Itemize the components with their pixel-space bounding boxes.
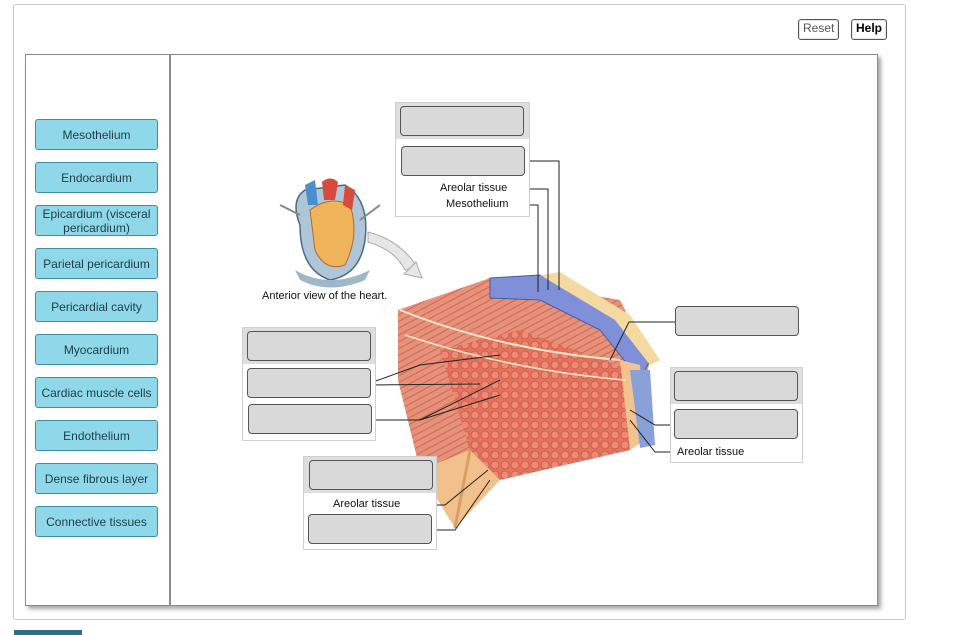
fixed-label-mesothelium: Mesothelium xyxy=(446,198,509,210)
fixed-label-areolar-tissue-bottom: Areolar tissue xyxy=(333,498,401,510)
diagram-caption: Anterior view of the heart. xyxy=(262,290,388,302)
draggable-label-dense-fibrous-layer[interactable]: Dense fibrous layer xyxy=(35,463,158,494)
drop-target-10[interactable] xyxy=(308,514,432,544)
draggable-label-myocardium[interactable]: Myocardium xyxy=(35,334,158,365)
draggable-label-connective-tissues[interactable]: Connective tissues xyxy=(35,506,158,537)
heart-thumbnail xyxy=(279,178,423,288)
drop-target-4[interactable] xyxy=(247,368,371,398)
draggable-label-endothelium[interactable]: Endothelium xyxy=(35,420,158,451)
help-button[interactable]: Help xyxy=(851,19,888,40)
draggable-label-parietal-pericardium[interactable]: Parietal pericardium xyxy=(35,248,158,279)
drop-target-2[interactable] xyxy=(401,146,525,176)
drop-target-7[interactable] xyxy=(674,371,798,401)
reset-button[interactable]: Reset xyxy=(798,19,840,40)
fixed-label-areolar-tissue-right: Areolar tissue xyxy=(677,446,745,458)
drop-target-5[interactable] xyxy=(248,404,372,434)
draggable-label-endocardium[interactable]: Endocardium xyxy=(35,162,158,193)
fixed-label-areolar-tissue-top: Areolar tissue xyxy=(440,182,508,194)
drop-target-9[interactable] xyxy=(309,460,433,490)
label-bank: Mesothelium Endocardium Epicardium (visc… xyxy=(26,55,171,605)
draggable-label-cardiac-muscle-cells[interactable]: Cardiac muscle cells xyxy=(35,377,158,408)
draggable-label-pericardial-cavity[interactable]: Pericardial cavity xyxy=(35,291,158,322)
draggable-label-epicardium[interactable]: Epicardium (visceral pericardium) xyxy=(35,205,158,236)
draggable-label-mesothelium[interactable]: Mesothelium xyxy=(35,119,158,150)
heart-wall-block xyxy=(398,272,660,529)
drop-target-8[interactable] xyxy=(674,409,798,439)
drop-target-1[interactable] xyxy=(400,106,524,136)
drop-target-6[interactable] xyxy=(675,306,799,336)
bottom-tab-indicator xyxy=(14,630,82,635)
drop-target-3[interactable] xyxy=(247,331,371,361)
